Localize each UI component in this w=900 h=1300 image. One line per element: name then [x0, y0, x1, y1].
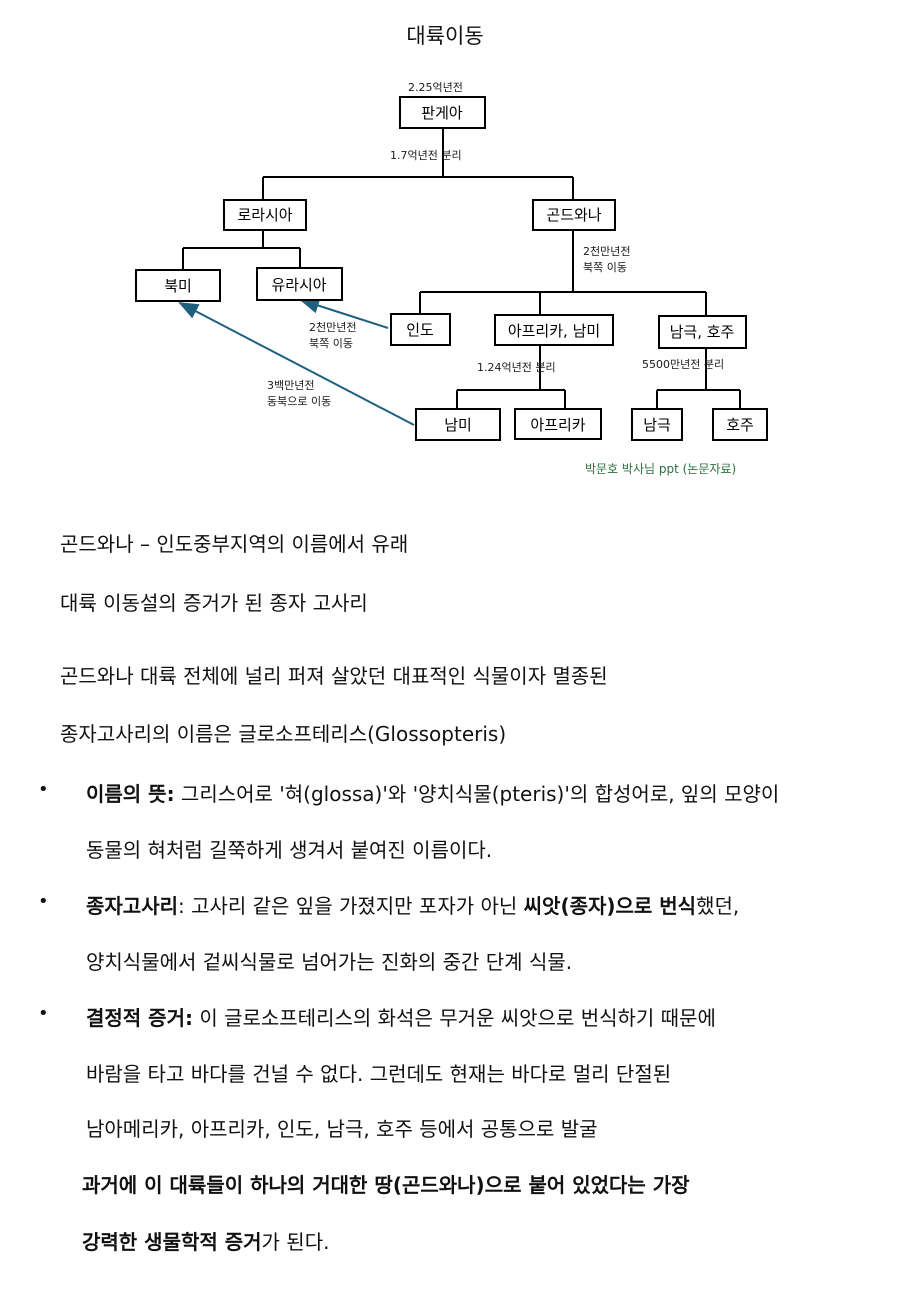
node-africa-box [514, 408, 602, 440]
bullet-1-term: 이름의 뜻: [86, 782, 175, 806]
india-to-eurasia-arrow [299, 297, 389, 329]
bullet-3-term: 결정적 증거: [86, 1006, 193, 1030]
node-north-america-box [135, 269, 221, 302]
bullet-2: • [38, 891, 49, 912]
bullet-2-line-2: 양치식물에서 겉씨식물로 넘어가는 진화의 중간 단계 식물. [86, 950, 573, 974]
bullet-1-text: 그리스어로 '혀(glossa)'와 '양치식물(pteris)'의 합성어로,… [174, 782, 780, 806]
node-laurasia-box [223, 199, 307, 231]
node-gondwana: 곤드와나 [546, 206, 601, 224]
node-eurasia: 유라시아 [271, 276, 326, 294]
conclusion-rest: 가 된다. [261, 1230, 330, 1254]
node-antarctica-box [631, 408, 683, 441]
bullet-2-term: 종자고사리 [86, 894, 178, 918]
paragraph-gondwana-origin: 곤드와나 – 인도중부지역의 이름에서 유래 [60, 532, 409, 556]
bullet-2-emphasis: 씨앗(종자)으로 번식 [523, 894, 697, 918]
node-africa-sa: 아프리카, 남미 [508, 322, 600, 340]
conclusion-line-1: 과거에 이 대륙들이 하나의 거대한 땅(곤드와나)으로 붙어 있었다는 가장 [82, 1169, 690, 1198]
node-pangaea-box [399, 96, 486, 129]
pangaea-time-label: 2.25억년전 [408, 81, 463, 94]
sa-move-label-1: 3백만년전 [267, 379, 314, 392]
bullet-1-line-2: 동물의 혀처럼 길쭉하게 생겨서 붙여진 이름이다. [86, 838, 493, 862]
india-move-label-2: 북쪽 이동 [309, 337, 353, 350]
bullet-3-line-3: 남아메리카, 아프리카, 인도, 남극, 호주 등에서 공통으로 발굴 [86, 1117, 598, 1141]
bullet-3-line-1: 결정적 증거: 이 글로소프테리스의 화석은 무거운 씨앗으로 번식하기 때문에 [86, 1002, 716, 1031]
bullet-3-line-2: 바람을 타고 바다를 건널 수 없다. 그런데도 현재는 바다로 멀리 단절된 [86, 1062, 672, 1086]
node-north-america: 북미 [164, 277, 192, 295]
node-eurasia-box [256, 267, 343, 301]
conclusion-bold-2: 강력한 생물학적 증거 [82, 1230, 262, 1254]
tree-connectors [182, 128, 741, 409]
node-antarctica: 남극 [643, 416, 671, 434]
node-australia-box [712, 408, 768, 441]
page-title: 대륙이동 [406, 24, 484, 48]
bullet-3: • [38, 1003, 49, 1024]
gondwana-move-label-2: 북쪽 이동 [583, 261, 627, 274]
split3-label: 5500만년전 분리 [642, 358, 724, 371]
bullet-1: • [38, 779, 49, 800]
paragraph-seed-fern: 대륙 이동설의 증거가 된 종자 고사리 [60, 591, 368, 615]
source-label: 박문호 박사님 ppt (논문자료) [585, 462, 736, 476]
node-laurasia: 로라시아 [237, 206, 292, 224]
continental-drift-diagram: 판게아 로라시아 곤드와나 북미 유라시아 인도 아프리카, 남미 남극, 호주… [135, 81, 768, 476]
bullet-2-end: 했던, [696, 894, 740, 918]
node-antarctica-au-box [658, 315, 747, 349]
node-india: 인도 [406, 321, 434, 339]
conclusion-line-2: 강력한 생물학적 증거가 된다. [82, 1226, 329, 1255]
bullet-2-text: : 고사리 같은 잎을 가졌지만 포자가 아닌 [178, 894, 524, 918]
bullet-2-line-1: 종자고사리: 고사리 같은 잎을 가졌지만 포자가 아닌 씨앗(종자)으로 번식… [86, 890, 739, 919]
paragraph-widespread: 곤드와나 대륙 전체에 널리 퍼져 살았던 대표적인 식물이자 멸종된 [60, 664, 608, 688]
node-pangaea: 판게아 [421, 104, 463, 122]
india-move-label-1: 2천만년전 [309, 320, 356, 334]
node-india-box [390, 313, 451, 346]
node-gondwana-box [532, 199, 616, 231]
node-africa-sa-box [494, 314, 614, 346]
split2-label: 1.24억년전 분리 [477, 361, 556, 374]
sa-move-label-2: 동북으로 이동 [267, 395, 331, 408]
node-africa: 아프리카 [530, 416, 585, 434]
conclusion-bold-1: 과거에 이 대륙들이 하나의 거대한 땅(곤드와나)으로 붙어 있었다는 가장 [82, 1173, 690, 1197]
node-antarctica-au: 남극, 호주 [670, 323, 735, 341]
paragraph-glossopteris-name: 종자고사리의 이름은 글로소프테리스(Glossopteris) [60, 722, 507, 746]
bullet-1-line-1: 이름의 뜻: 그리스어로 '혀(glossa)'와 '양치식물(pteris)'… [86, 778, 779, 807]
node-south-america: 남미 [444, 416, 472, 434]
gondwana-move-label-1: 2천만년전 [583, 244, 630, 258]
split1-label: 1.7억년전 분리 [390, 149, 462, 162]
southamerica-to-northamerica-arrow [178, 302, 415, 426]
node-australia: 호주 [726, 416, 754, 434]
node-south-america-box [415, 408, 501, 441]
bullet-3-text: 이 글로소프테리스의 화석은 무거운 씨앗으로 번식하기 때문에 [192, 1006, 716, 1030]
